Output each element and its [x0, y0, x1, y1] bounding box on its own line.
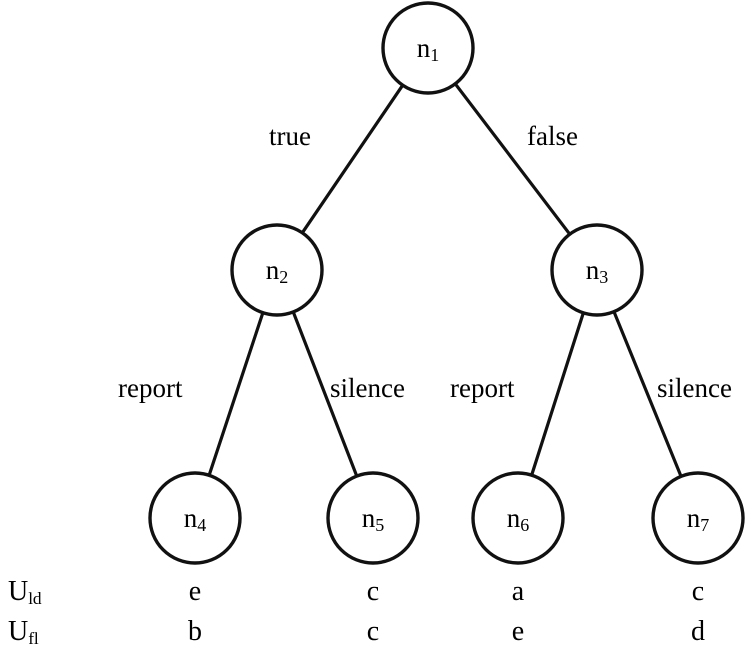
tree-node-n3[interactable]: n3 [550, 223, 644, 317]
payoff-value-U_ld-n5: c [366, 576, 380, 607]
tree-edge-n2-n4 [207, 311, 265, 477]
edge-label-n3-n7: silence [657, 373, 732, 403]
tree-edge-n3-n6 [530, 311, 585, 477]
payoff-value-U_fl-n6: e [511, 616, 525, 647]
payoff-row-label-U_fl: Ufl [8, 616, 39, 648]
edges-group [207, 82, 683, 478]
tree-node-n5[interactable]: n5 [326, 471, 420, 565]
nodes-group: n1 n2 n3 n4 n5 n6 n7 [148, 1, 745, 565]
node-circle-n3 [550, 223, 644, 317]
tree-edge-n2-n5 [291, 310, 359, 478]
payoff-value-U_fl-n7: d [691, 616, 705, 647]
node-circle-n4 [148, 471, 242, 565]
payoff-value-U_ld-n6: a [511, 576, 525, 607]
node-circle-n6 [471, 471, 565, 565]
node-circle-n5 [326, 471, 420, 565]
node-label-n4: n4 [184, 503, 207, 535]
tree-node-n2[interactable]: n2 [230, 223, 324, 317]
tree-node-n7[interactable]: n7 [651, 471, 745, 565]
payoff-row-label-base: U [8, 616, 29, 647]
node-label-n2: n2 [266, 255, 289, 287]
node-circle-n1 [381, 1, 475, 95]
payoff-row-label-base: U [8, 576, 29, 607]
edge-label-n2-n5: silence [330, 373, 405, 403]
payoff-row-label-subscript: ld [28, 588, 42, 608]
node-label-n5: n5 [362, 503, 385, 535]
edge-label-n3-n6: report [450, 373, 515, 403]
edge-label-n1-n3: false [527, 121, 578, 151]
tree-node-n4[interactable]: n4 [148, 471, 242, 565]
tree-edge-n3-n7 [612, 310, 683, 478]
node-label-n7: n7 [687, 503, 710, 535]
tree-edge-n1-n3 [453, 82, 572, 236]
node-label-n1: n1 [417, 33, 440, 65]
node-label-n3: n3 [586, 255, 609, 287]
edge-label-n2-n4: report [118, 373, 183, 403]
payoff-value-U_ld-n7: c [691, 576, 705, 607]
tree-node-n1[interactable]: n1 [381, 1, 475, 95]
payoff-row-label-U_ld: Uld [8, 576, 42, 608]
tree-node-n6[interactable]: n6 [471, 471, 565, 565]
payoff-value-U_fl-n5: c [366, 616, 380, 647]
payoff-value-U_ld-n4: e [188, 576, 202, 607]
node-label-n6: n6 [507, 503, 530, 535]
payoff-value-U_fl-n4: b [188, 616, 202, 647]
payoff-row-label-subscript: fl [28, 628, 39, 648]
node-circle-n7 [651, 471, 745, 565]
node-circle-n2 [230, 223, 324, 317]
tree-edge-n1-n2 [300, 83, 405, 235]
edge-label-n1-n2: true [269, 121, 311, 151]
